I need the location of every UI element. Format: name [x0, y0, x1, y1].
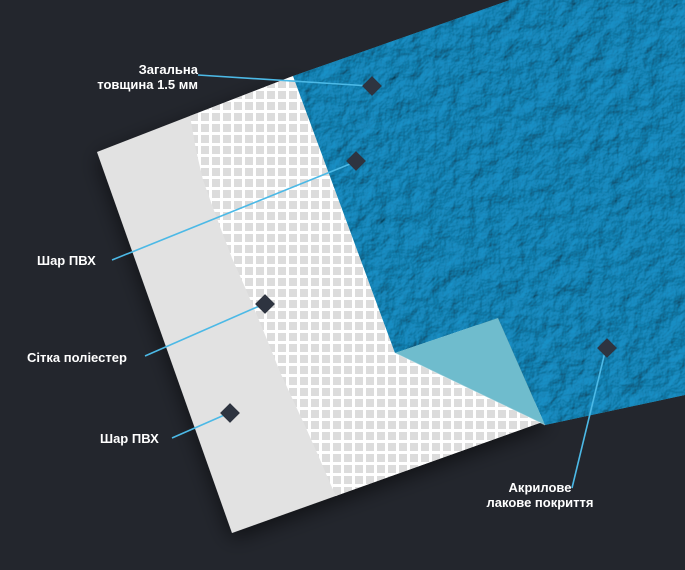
- marker-pvc-bottom: [220, 403, 240, 423]
- marker-total-thickness: [362, 76, 382, 96]
- leader-line-pvc-top: [111, 161, 356, 261]
- label-polyester-mesh: Сітка поліестер: [27, 350, 127, 365]
- lacquer-fold-corner: [395, 318, 545, 425]
- marker-polyester-mesh: [255, 294, 275, 314]
- leader-line-acrylic-lacquer: [571, 347, 607, 489]
- label-acrylic-lacquer-line2: лакове покриття: [486, 495, 594, 510]
- label-total-thickness-line1: Загальна: [138, 62, 198, 77]
- leader-line-pvc-bottom: [171, 412, 230, 439]
- label-total-thickness-line2: товщина 1.5 мм: [97, 77, 198, 92]
- label-pvc-bottom: Шар ПВХ: [100, 431, 159, 446]
- pvc-top-texture: [293, 0, 685, 425]
- label-acrylic-lacquer-line1: Акрилове: [508, 480, 572, 495]
- label-pvc-top: Шар ПВХ: [37, 253, 96, 268]
- label-total-thickness: Загальна товщина 1.5 мм: [60, 62, 198, 92]
- leader-line-polyester-mesh: [144, 303, 265, 357]
- marker-pvc-top: [346, 151, 366, 171]
- leader-line-total-thickness: [197, 74, 371, 87]
- label-acrylic-lacquer: Акрилове лакове покриття: [470, 480, 610, 510]
